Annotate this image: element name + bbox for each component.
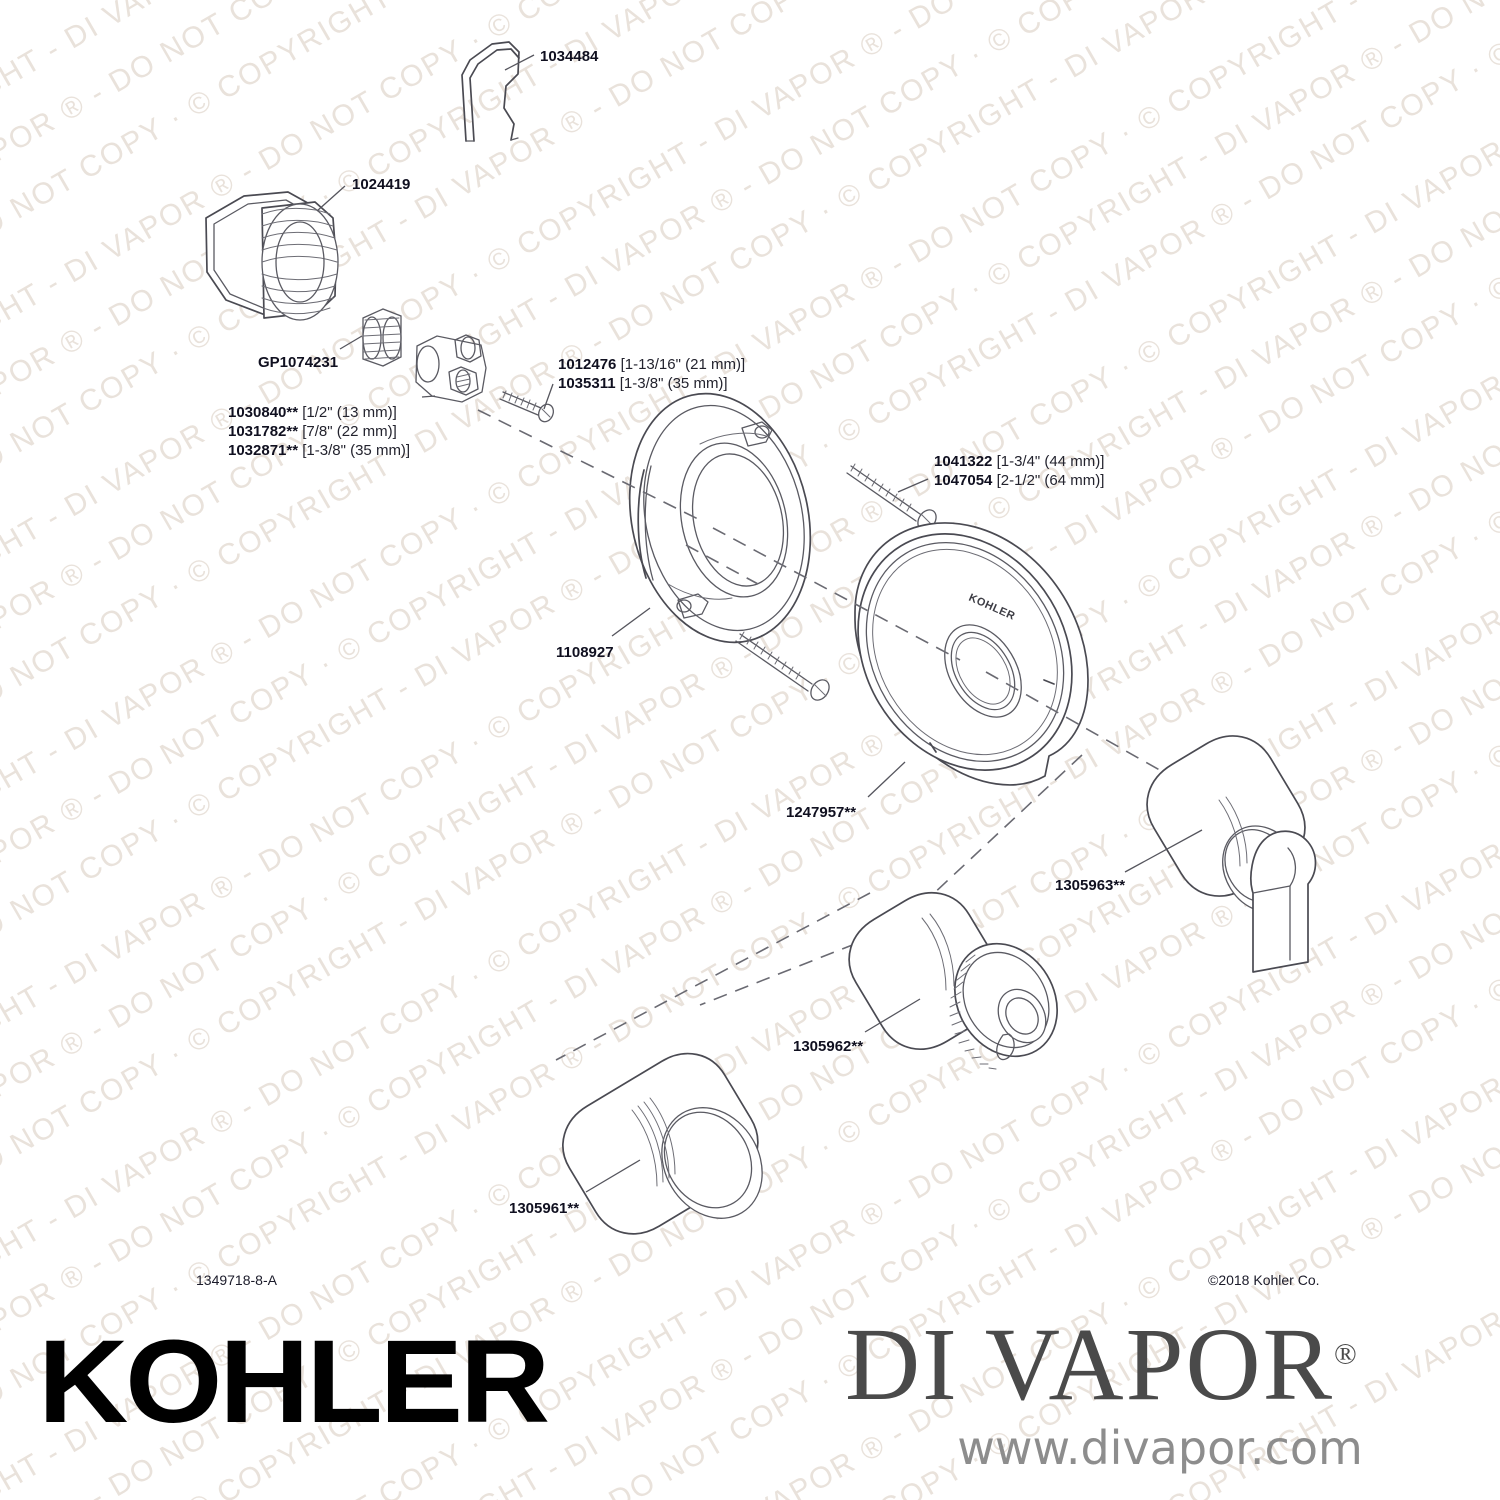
- part-number: 1247957**: [786, 804, 857, 821]
- part-dimension: [2-1/2" (64 mm)]: [996, 472, 1105, 489]
- divapor-logo-block: DI VAPOR® www.divapor.com: [845, 1313, 1475, 1476]
- part-number: 1047054: [934, 472, 993, 489]
- part-dimension: [1-3/8" (35 mm)]: [619, 375, 728, 392]
- part-handle-sleeve: [562, 1052, 763, 1235]
- part-dimension: [1/2" (13 mm)]: [302, 404, 397, 421]
- part-label-screw-21mm: 1012476 [1-13/16" (21 mm)]: [558, 355, 745, 374]
- registered-mark-icon: ®: [1333, 1337, 1357, 1371]
- part-mounting-ring: [628, 392, 812, 644]
- part-label-retaining-clip: 1034484: [540, 47, 598, 66]
- divapor-url[interactable]: www.divapor.com: [957, 1421, 1363, 1475]
- kohler-logo: KOHLER: [38, 1316, 550, 1448]
- part-label-screw-35mm: 1035311 [1-3/8" (35 mm)]: [558, 374, 728, 393]
- part-splined-sleeve: [362, 308, 402, 367]
- part-label-escutcheon-trim-plate: 1247957**: [786, 803, 856, 822]
- part-number: 1035311: [558, 375, 616, 392]
- part-label-screw-44mm: 1041322 [1-3/4" (44 mm)]: [934, 452, 1104, 471]
- part-number: 1024419: [352, 176, 411, 193]
- part-number: 1031782**: [228, 423, 299, 440]
- part-number: 1032871**: [228, 442, 299, 459]
- part-threaded-bonnet-nut: [205, 191, 339, 321]
- part-label-lever-handle: 1305963**: [1055, 876, 1125, 895]
- part-number: 1305962**: [793, 1038, 864, 1055]
- part-number: 1041322: [934, 453, 993, 470]
- part-dimension: [1-3/8" (35 mm)]: [302, 442, 411, 459]
- part-number: 1012476: [558, 356, 617, 373]
- part-extension-body: [415, 334, 487, 403]
- part-label-handle-sleeve: 1305961**: [509, 1199, 579, 1218]
- part-label-threaded-bonnet-nut: 1024419: [352, 175, 410, 194]
- part-number: 1305961**: [509, 1200, 580, 1217]
- part-screw-right-lower: [735, 631, 830, 701]
- drawing-number: 1349718-8-A: [196, 1272, 277, 1288]
- part-number: 1030840**: [228, 404, 299, 421]
- part-label-mounting-ring: 1108927: [556, 643, 614, 662]
- divapor-wordmark: DI VAPOR: [845, 1307, 1334, 1422]
- assembly-axis-lines: [477, 409, 1196, 1061]
- brand-footer-band: KOHLER DI VAPOR® www.divapor.com: [0, 1305, 1500, 1500]
- part-screw-right-upper: [846, 463, 937, 531]
- part-dimension: [1-13/16" (21 mm)]: [620, 356, 746, 373]
- part-screw-upper-left: [499, 390, 554, 423]
- part-number: GP1074231: [258, 354, 339, 371]
- part-number: 1034484: [540, 48, 599, 65]
- part-label-extension-kit-13mm: 1030840** [1/2" (13 mm)]: [228, 403, 397, 422]
- part-label-handle-adapter-knurled: 1305962**: [793, 1037, 863, 1056]
- part-label-screw-64mm: 1047054 [2-1/2" (64 mm)]: [934, 471, 1104, 490]
- part-escutcheon-trim-plate: KOHLER: [854, 522, 1089, 786]
- copyright-notice: ©2018 Kohler Co.: [1208, 1272, 1320, 1288]
- part-knurled-adapter: [848, 892, 1058, 1070]
- part-number: 1108927: [556, 644, 614, 661]
- part-lever-handle: [1146, 735, 1317, 973]
- part-label-splined-adapter-sleeve: GP1074231: [258, 353, 338, 372]
- part-label-extension-kit-35mm: 1032871** [1-3/8" (35 mm)]: [228, 441, 410, 460]
- part-number: 1305963**: [1055, 877, 1126, 894]
- part-dimension: [7/8" (22 mm)]: [302, 423, 397, 440]
- part-label-extension-kit-22mm: 1031782** [7/8" (22 mm)]: [228, 422, 397, 441]
- divapor-logo: DI VAPOR®: [845, 1313, 1475, 1417]
- part-dimension: [1-3/4" (44 mm)]: [996, 453, 1105, 470]
- part-retaining-clip: [461, 41, 520, 142]
